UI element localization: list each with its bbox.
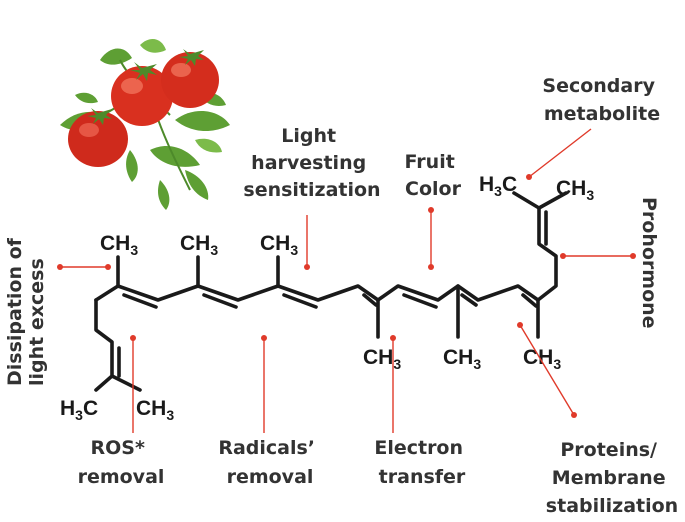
ch3-8: CH3 xyxy=(136,397,174,423)
ch3-7: CH3 xyxy=(556,177,594,203)
left-end xyxy=(94,298,142,392)
label-radicals: Radicals’ removal xyxy=(218,437,321,488)
label-ros: ROS* removal xyxy=(78,437,165,488)
label-electron: Electron transfer xyxy=(374,437,469,488)
ch3-6: CH3 xyxy=(523,346,561,372)
tomato-cluster-icon xyxy=(60,38,230,210)
ch3-1: CH3 xyxy=(100,232,138,258)
methyl-branches xyxy=(116,191,568,339)
leader-lines xyxy=(57,128,636,433)
h3c-1: H3C xyxy=(479,173,517,199)
label-dissipation: Dissipation of light excess xyxy=(4,231,48,386)
ch3-4: CH3 xyxy=(363,346,401,372)
ch3-2: CH3 xyxy=(180,232,218,258)
ch3-5: CH3 xyxy=(443,346,481,372)
double-bonds xyxy=(117,210,548,378)
main-chain xyxy=(94,206,558,302)
chem-labels: CH3 CH3 CH3 CH3 CH3 CH3 CH3 CH3 H3C H3C xyxy=(60,173,594,423)
label-light-harvesting: Light harvesting sensitization xyxy=(243,125,380,201)
ch3-3: CH3 xyxy=(260,232,298,258)
label-fruit-color: Fruit Color xyxy=(405,151,462,200)
label-prohormone: Prohormone xyxy=(638,197,660,329)
h3c-2: H3C xyxy=(60,397,98,423)
label-secondary: Secondary metabolite xyxy=(542,75,661,125)
carotenoid-molecule xyxy=(94,191,568,392)
label-proteins: Proteins/ Membrane stabilization xyxy=(546,439,678,517)
